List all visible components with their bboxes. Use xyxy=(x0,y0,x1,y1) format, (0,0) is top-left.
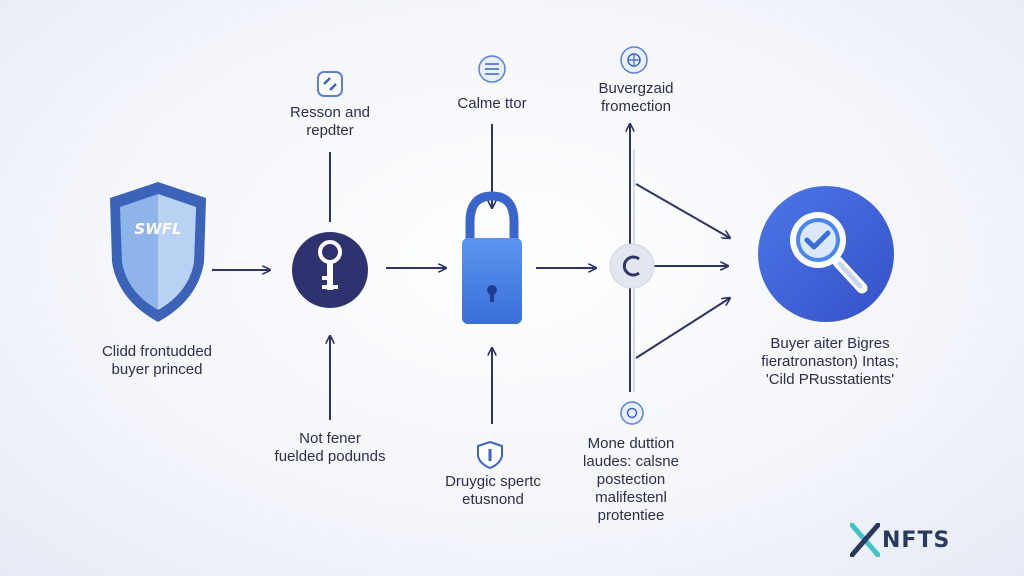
caption-line: Buyer aiter Bigres xyxy=(770,335,890,352)
caption-line: fuelded podunds xyxy=(274,448,386,465)
caption-line: repdter xyxy=(306,122,354,139)
caption-bottom-3: Mone duttion laudes: calsne postection m… xyxy=(556,435,706,525)
caption-line: laudes: calsne xyxy=(583,453,679,470)
caption-line: fieratronaston) Intas; xyxy=(761,353,899,370)
caption-line: protentiee xyxy=(597,507,665,524)
brand-mark-icon xyxy=(850,523,880,557)
key-icon xyxy=(292,232,368,308)
caption-line: malifestenl xyxy=(595,489,667,506)
caption-line: Clidd frontudded xyxy=(101,343,213,360)
brand-logo: NFTS xyxy=(850,520,950,560)
caption-line: Not fener xyxy=(299,430,361,447)
caption-line: postection xyxy=(596,471,666,488)
caption-line: 'Cild PRusstatients' xyxy=(765,371,895,388)
caption-result: Buyer aiter Bigres fieratronaston) Intas… xyxy=(730,335,930,389)
info-shield-icon xyxy=(477,440,503,470)
caption-line: etusnond xyxy=(462,491,524,508)
caption-line: Calme ttor xyxy=(457,95,527,112)
caption-top-1: Resson and repdter xyxy=(260,104,400,140)
magnifier-check-icon xyxy=(758,186,894,322)
caption-top-2: Calme ttor xyxy=(422,95,562,113)
badge-icon xyxy=(620,401,644,425)
list-icon xyxy=(478,55,506,83)
caption-top-3: Buvergzaid fromection xyxy=(566,80,706,116)
caption-bottom-1: Not fener fuelded podunds xyxy=(250,430,410,466)
caption-shield: Clidd frontudded buyer princed xyxy=(72,343,242,379)
shield-badge-text: SWFL xyxy=(134,220,181,238)
caption-line: Mone duttion xyxy=(587,435,675,452)
caption-line: Druygic spertc xyxy=(445,473,541,490)
arrow-fan-upper xyxy=(635,183,730,238)
caption-bottom-2: Druygic spertc etusnond xyxy=(418,473,568,509)
brand-text: NFTS xyxy=(882,527,951,553)
caption-line: buyer princed xyxy=(111,361,203,378)
link-icon xyxy=(317,71,343,97)
globe-icon xyxy=(620,46,648,74)
caption-line: Buvergzaid xyxy=(598,80,674,97)
padlock-icon xyxy=(462,191,522,324)
caption-line: fromection xyxy=(600,98,672,115)
caption-line: Resson and xyxy=(289,104,371,121)
shield-icon: SWFL xyxy=(110,182,206,322)
arrow-fan-lower xyxy=(635,298,730,359)
sync-icon xyxy=(609,243,655,289)
